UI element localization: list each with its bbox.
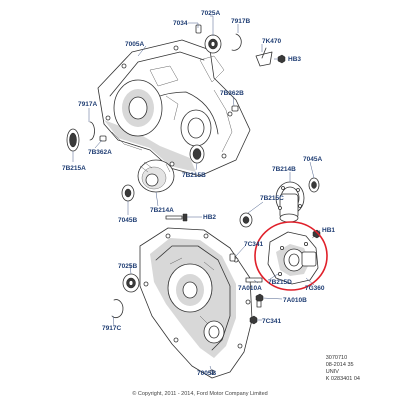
label-hb1: HB1 xyxy=(322,227,335,234)
seal-7b215a xyxy=(66,128,80,152)
label-7k470: 7K470 xyxy=(262,38,282,45)
drawing-date-code: 08-2014 35 xyxy=(325,362,354,368)
label-7034: 7034 xyxy=(173,20,188,27)
plug-7c341b xyxy=(249,315,258,325)
plug-7c341a xyxy=(229,253,236,262)
flange-7b214b xyxy=(275,181,305,223)
label-7b215a: 7B215A xyxy=(62,165,86,172)
drawing-scope: UNIV xyxy=(325,369,339,375)
label-7005a: 7005A xyxy=(125,41,144,48)
upper-case-housing xyxy=(97,39,251,177)
label-7b214a: 7B214A xyxy=(150,207,174,214)
label-7g360: 7G360 xyxy=(305,285,325,292)
label-7045a: 7045A xyxy=(303,156,322,163)
plug-7b362a xyxy=(99,135,107,142)
label-7917b: 7917B xyxy=(231,18,250,25)
vent-7k470 xyxy=(255,47,273,67)
label-7c341-lower: 7C341 xyxy=(262,318,282,325)
lower-case-housing xyxy=(139,227,253,379)
seal-7b215c xyxy=(239,212,253,228)
label-7b215b: 7B215B xyxy=(182,172,206,179)
part-labels: 7034 7025A 7917B 7005A 7K470 HB3 7917A 7… xyxy=(62,10,335,377)
label-7b214b: 7B214B xyxy=(272,166,296,173)
label-7025a: 7025A xyxy=(201,10,220,17)
highlight-circle xyxy=(254,221,328,291)
label-7c341-upper: 7C341 xyxy=(244,241,264,248)
label-7b215d: 7B215D xyxy=(268,279,292,286)
label-7a010a: 7A010A xyxy=(238,285,262,292)
snap-ring-7917c xyxy=(111,299,124,318)
seal-7025a xyxy=(204,34,222,54)
seal-7045a xyxy=(308,177,320,193)
label-7917c: 7917C xyxy=(102,325,121,332)
seal-7b215b xyxy=(189,144,205,164)
label-7025b: 7025B xyxy=(118,263,137,270)
plug-7b362b xyxy=(231,105,239,112)
drawing-number: 3070710 xyxy=(325,355,348,361)
plug-7034 xyxy=(195,24,202,34)
label-7b362b: 7B362B xyxy=(220,90,244,97)
bolt-hb3 xyxy=(277,54,286,64)
leader-lines xyxy=(72,15,321,373)
flange-7b214a xyxy=(137,159,175,193)
snap-ring-7917b xyxy=(231,33,242,51)
copyright-notice: © Copyright, 2011 - 2014, Ford Motor Com… xyxy=(132,391,268,397)
drawing-info-block: 3070710 08-2014 35 UNIV K 0283401 04 xyxy=(326,355,360,383)
bolt-hb2 xyxy=(165,213,188,222)
label-7917a: 7917A xyxy=(78,101,97,108)
label-7b215c: 7B215C xyxy=(260,195,284,202)
snap-ring-7917a xyxy=(89,121,95,141)
label-hb2: HB2 xyxy=(203,214,216,221)
bolt-7a010b xyxy=(255,293,264,308)
label-7b362a: 7B362A xyxy=(88,149,112,156)
label-7045b: 7045B xyxy=(118,217,137,224)
drawing-reference: K 0283401 04 xyxy=(325,376,360,382)
actuator-motor-7g360 xyxy=(267,231,319,285)
label-7005b: 7005B xyxy=(197,370,216,377)
label-7a010b: 7A010B xyxy=(283,297,307,304)
seal-7025b xyxy=(122,273,140,293)
seal-7045b xyxy=(121,184,135,202)
label-hb3: HB3 xyxy=(288,56,301,63)
